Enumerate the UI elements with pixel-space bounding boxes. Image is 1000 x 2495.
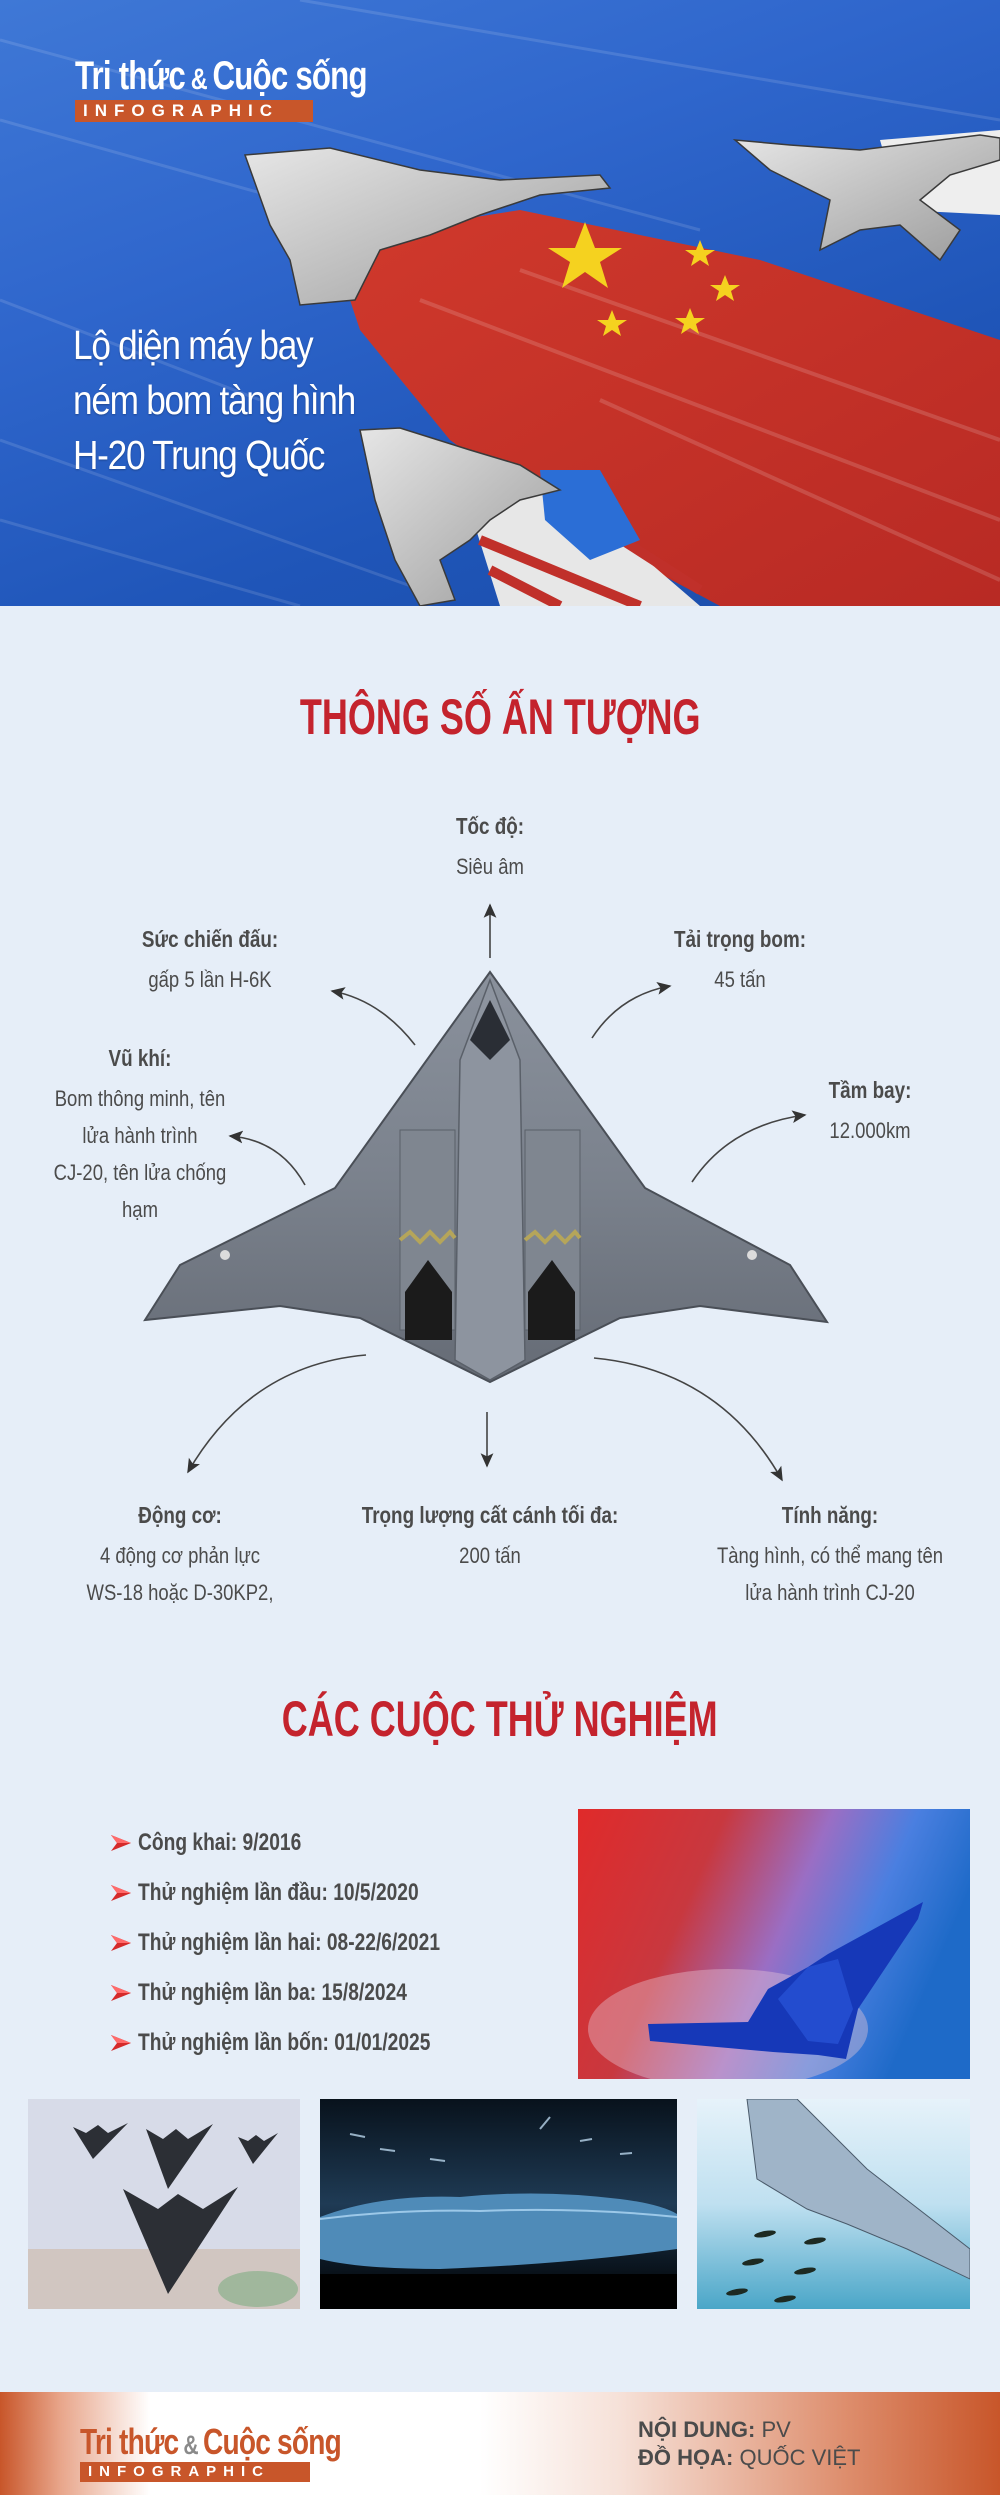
photo-stealth-bomber-sky — [578, 1809, 970, 2079]
arrow-engine — [187, 1354, 367, 1474]
hero-illustration — [0, 0, 1000, 606]
brand-tag: INFOGRAPHIC — [75, 100, 313, 122]
photo-h20-bombing — [697, 2099, 970, 2309]
spec-speed: Tốc độ: Siêu âm — [390, 804, 590, 885]
credit-content: NỘI DUNG: PV — [638, 2417, 791, 2442]
hero-title-line: H-20 Trung Quốc — [73, 432, 325, 478]
tests-list: Công khai: 9/2016 Thử nghiệm lần đầu: 10… — [110, 1818, 516, 2068]
spec-value: Siêu âm — [456, 854, 524, 879]
list-item: Thử nghiệm lần hai: 08-22/6/2021 — [110, 1918, 516, 1968]
spec-payload: Tải trọng bom: 45 tấn — [640, 917, 840, 998]
spec-value: Bom thông minh, tên lửa hành trình CJ-20… — [53, 1086, 227, 1222]
jet-top-left — [243, 147, 612, 306]
spec-label: Vũ khí: — [108, 1045, 172, 1071]
bomber-diagram — [143, 903, 830, 1482]
photo-f117-formation — [28, 2099, 300, 2309]
spec-label: Động cơ: — [138, 1502, 222, 1528]
spec-label: Tính năng: — [781, 1502, 879, 1528]
arrow-features — [593, 1357, 783, 1482]
china-flag — [330, 210, 1000, 606]
brand-name-part2: Cuộc sống — [202, 2421, 342, 2462]
footer: Tri thức & Cuộc sống INFOGRAPHIC NỘI DUN… — [0, 2392, 1000, 2495]
pointer-arrows — [187, 903, 807, 1482]
spec-weapons: Vũ khí: Bom thông minh, tên lửa hành trì… — [20, 1036, 260, 1228]
spec-value: 200 tấn — [459, 1543, 521, 1568]
jet-bottom-left — [359, 427, 562, 606]
tests-section-title: CÁC CUỘC THỬ NGHIỆM — [282, 1691, 718, 1747]
flag-stars — [548, 222, 740, 336]
list-item: Công khai: 9/2016 — [110, 1818, 516, 1868]
arrow-payload — [591, 981, 672, 1039]
spec-label: Tải trọng bom: — [673, 926, 806, 952]
brand-ampersand: & — [183, 2430, 198, 2460]
spec-label: Tốc độ: — [455, 813, 525, 839]
spec-mtow: Trọng lượng cất cánh tối đa: 200 tấn — [320, 1493, 660, 1574]
brand-tag: INFOGRAPHIC — [80, 2462, 310, 2482]
hero-title: Lộ diện máy bay ném bom tàng hình H-20 T… — [73, 318, 434, 483]
brand-logo: Tri thức & Cuộc sống INFOGRAPHIC — [75, 56, 368, 122]
list-item: Thử nghiệm lần đầu: 10/5/2020 — [110, 1868, 516, 1918]
hero-title-line: Lộ diện máy bay — [73, 322, 314, 368]
brand-name-part2: Cuộc sống — [212, 54, 368, 98]
arrow-bullet-icon — [111, 1885, 131, 1901]
hero-banner: Tri thức & Cuộc sống INFOGRAPHIC Lộ diện… — [0, 0, 1000, 606]
spec-value: 4 động cơ phản lực WS-18 hoặc D-30KP2, — [86, 1543, 274, 1605]
brand-name-part1: Tri thức — [75, 54, 186, 98]
spec-value: 45 tấn — [714, 967, 766, 992]
credits: NỘI DUNG: PV ĐỒ HỌA: QUỐC VIỆT — [638, 2416, 860, 2472]
brand-name-part1: Tri thức — [80, 2421, 179, 2462]
spec-value: 12.000km — [829, 1118, 911, 1143]
footer-brand-logo: Tri thức & Cuộc sống INFOGRAPHIC — [80, 2424, 342, 2482]
list-item: Thử nghiệm lần bốn: 01/01/2025 — [110, 2018, 516, 2068]
credit-graphics: ĐỒ HỌA: QUỐC VIỆT — [638, 2445, 861, 2470]
specs-section-title: THÔNG SỐ ẤN TƯỢNG — [299, 689, 701, 745]
arrow-bullet-icon — [111, 1985, 131, 2001]
spec-value: Tàng hình, có thể mang tên lửa hành trìn… — [716, 1543, 944, 1605]
spec-label: Sức chiến đấu: — [141, 926, 279, 952]
arrow-bullet-icon — [111, 2035, 131, 2051]
spec-range: Tầm bay: 12.000km — [770, 1068, 970, 1149]
spec-features: Tính năng: Tàng hình, có thể mang tên lử… — [670, 1493, 990, 1611]
spec-label: Trọng lượng cất cánh tối đa: — [361, 1502, 619, 1528]
hero-title-line: ném bom tàng hình — [73, 377, 356, 423]
spec-value: gấp 5 lần H-6K — [148, 967, 272, 992]
arrow-range — [691, 1110, 807, 1183]
spec-combat: Sức chiến đấu: gấp 5 lần H-6K — [110, 917, 310, 998]
brand-ampersand: & — [190, 63, 208, 96]
arrow-combat — [330, 987, 416, 1046]
list-item: Thử nghiệm lần ba: 15/8/2024 — [110, 1968, 516, 2018]
arrow-bullet-icon — [111, 1935, 131, 1951]
arrow-bullet-icon — [111, 1835, 131, 1851]
spec-engine: Động cơ: 4 động cơ phản lực WS-18 hoặc D… — [50, 1493, 310, 1611]
spec-label: Tầm bay: — [828, 1077, 912, 1103]
h20-bomber-image — [143, 970, 830, 1384]
arrow-weapons — [228, 1130, 306, 1186]
jet-top-right — [732, 134, 1000, 262]
photo-hangar-covered-aircraft — [320, 2099, 677, 2309]
